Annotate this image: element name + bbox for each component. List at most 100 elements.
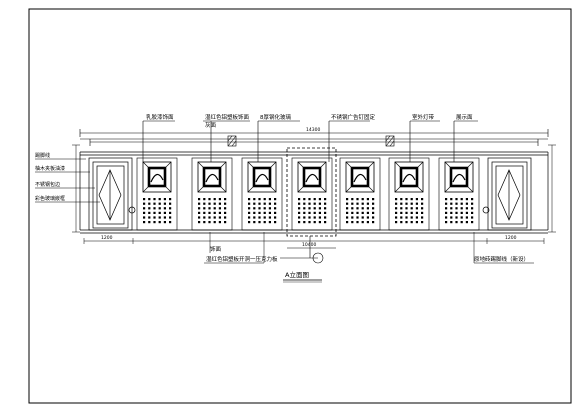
panel-hole [203,221,206,224]
panel-hole [313,221,316,224]
panel-hole [313,216,316,219]
callout-left-2: 柚木夹板油漆 [35,165,65,172]
panel-hole [460,202,463,205]
panel-hole [263,198,266,201]
panel-hole [218,207,221,210]
panel-hole [465,207,468,210]
panel-hole [298,198,301,201]
dim-center-label: 10400 [302,242,316,248]
panel-hole [395,211,398,214]
callout-top-2: 湿红色铝塑板饰面 [205,113,250,121]
panel-hole [198,202,201,205]
panel-hole [203,211,206,214]
panel-hole [455,207,458,210]
panel-hole [169,211,172,214]
panel-hole [203,202,206,205]
panel-hole [395,198,398,201]
panel-hole [324,216,327,219]
panel-hole [465,216,468,219]
panel-hole [169,198,172,201]
panel-hole [163,198,166,201]
panel-hole [445,216,448,219]
panel-hole [224,198,227,201]
panel-hole [268,211,271,214]
panel-picture-frame [247,161,277,193]
panel-hole [303,198,306,201]
panel-hole [318,198,321,201]
panel-hole [268,198,271,201]
panel-hole [163,221,166,224]
panel-hole [153,211,156,214]
panel-hole [169,202,172,205]
panel-hole [203,216,206,219]
panel-hole [224,216,227,219]
panel-hole [415,216,418,219]
panel-hole [198,198,201,201]
panel-hole [351,216,354,219]
panel-hole [163,211,166,214]
panel-hole [405,211,408,214]
panel-hole [218,221,221,224]
panel-hole [405,221,408,224]
panel-hole [410,221,413,224]
panel-hole [148,211,151,214]
panel-hole [274,198,277,201]
panel-hole [143,211,146,214]
panel-hole [253,198,256,201]
panel-hole [198,221,201,224]
panel-hole [258,211,261,214]
right-door-handle-icon [482,206,490,214]
right-door [487,157,532,231]
panel-hole [400,198,403,201]
panel-hole [153,202,156,205]
display-panels [136,157,480,231]
drawing-title: A立面图 [285,270,309,279]
panel-hole [169,221,172,224]
callout-bottom-1: 湿红色铝塑板开洞一压克力板 [206,255,278,263]
panel-hole [253,211,256,214]
panel-hole [455,216,458,219]
panel-hole [253,207,256,210]
panel-hole [198,216,201,219]
panel-hole [400,207,403,210]
panel-hole [274,202,277,205]
panel-hole [248,216,251,219]
panel-hole [465,211,468,214]
panel-hole [208,207,211,210]
panel-hole [318,211,321,214]
panel-hole [356,221,359,224]
panel-hole [455,221,458,224]
panel-hole [208,198,211,201]
panel-hole [410,198,413,201]
panel-hole [143,202,146,205]
panel-hole [410,216,413,219]
panel-hole [143,221,146,224]
panel-hole [308,216,311,219]
panel-hole [450,207,453,210]
panel-hole [303,211,306,214]
panel-hole [471,216,474,219]
panel-hole [248,198,251,201]
panel-hole [395,202,398,205]
panel-hole [158,202,161,205]
panel-hole [415,207,418,210]
panel-hole [263,202,266,205]
panel-hole [415,198,418,201]
panel-hole [258,207,261,210]
panel-hole [400,202,403,205]
panel-hole [143,207,146,210]
panel-picture-frame [394,161,424,193]
panel-hole [224,221,227,224]
panel-hole [298,216,301,219]
panel-hole [213,211,216,214]
panel-hole [455,202,458,205]
panel-hole [372,198,375,201]
panel-hole [153,198,156,201]
panel-hole [356,216,359,219]
panel-hole [158,198,161,201]
panel-hole [405,207,408,210]
panel-hole [356,202,359,205]
panel-picture-frame [297,161,327,193]
panel-hole [263,221,266,224]
panel-hole [471,207,474,210]
